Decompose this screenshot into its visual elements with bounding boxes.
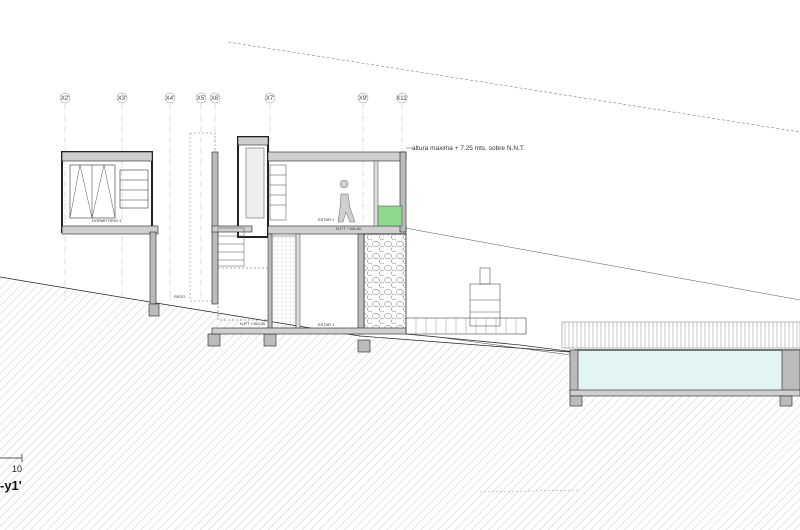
dormitorio-roof bbox=[61, 151, 153, 162]
terrain-line bbox=[0, 276, 571, 353]
room-label-patio: PATIO bbox=[174, 294, 185, 299]
footing-2 bbox=[263, 333, 277, 347]
setback-line bbox=[404, 227, 800, 301]
level-lower-left: N.P.T +164.20 bbox=[240, 321, 266, 326]
upper-inner-wall bbox=[373, 160, 379, 227]
fence-bars bbox=[564, 322, 798, 348]
grid-axis-bubble bbox=[209, 92, 221, 104]
level-upper: N.P.T +166.60 bbox=[336, 226, 362, 231]
lower-inner-wall bbox=[357, 233, 365, 335]
dashed-outline bbox=[189, 132, 216, 302]
grid-axis-label: X11' bbox=[396, 96, 407, 102]
left-column bbox=[149, 231, 157, 305]
lower-glazing bbox=[271, 235, 297, 329]
wardrobe-door-swing bbox=[69, 164, 116, 219]
lower-slab bbox=[211, 327, 407, 335]
upper-right-wall bbox=[399, 151, 407, 233]
lower-column-b bbox=[295, 233, 301, 331]
bbq-base bbox=[469, 283, 501, 327]
grid-axis-bubble bbox=[264, 92, 276, 104]
pool-wall-right bbox=[781, 349, 800, 395]
grid-axis-bubble bbox=[195, 92, 207, 104]
pool-floor bbox=[569, 389, 800, 397]
grid-axis-label: X6' bbox=[211, 96, 219, 102]
upper-floor-main bbox=[267, 151, 407, 162]
wardrobe bbox=[69, 164, 116, 219]
grid-axis-label: X9' bbox=[359, 96, 367, 102]
grid-axis-label: X2' bbox=[61, 96, 69, 102]
grid-axes: X2' X3' X4' X5' X6' X7' X9' X11' bbox=[59, 92, 408, 300]
deck-boards bbox=[415, 318, 517, 334]
grid-axis-label: X7' bbox=[266, 96, 274, 102]
height-note: altura maxima + 7.25 mts. sobre N.N.T. bbox=[412, 145, 525, 152]
lower-column-a bbox=[267, 233, 273, 335]
room-label-dormitorio: DORMITORIO 1 bbox=[92, 218, 122, 223]
bottom-dashed-line bbox=[479, 489, 581, 493]
room-label-estar-lower: ESTAR 1 bbox=[318, 322, 335, 327]
human-figure bbox=[337, 179, 356, 223]
left-footing bbox=[148, 303, 160, 317]
pool-wall-left bbox=[569, 349, 579, 395]
stone-wall bbox=[363, 233, 407, 333]
lower-stair bbox=[217, 227, 269, 321]
pool bbox=[574, 349, 800, 393]
green-balcony bbox=[377, 205, 403, 227]
section-label: -y1' bbox=[0, 478, 22, 493]
pool-footing bbox=[569, 395, 583, 407]
footing-3 bbox=[357, 339, 371, 353]
scale-number: 10 bbox=[12, 464, 22, 474]
tower-inner bbox=[245, 147, 265, 219]
bbq-chimney bbox=[479, 267, 491, 285]
terrain-hatch bbox=[0, 277, 800, 530]
height-limit-line bbox=[227, 41, 800, 133]
grid-axis-bubble bbox=[164, 92, 176, 104]
shelf-unit bbox=[119, 169, 149, 209]
grid-axis-bubble bbox=[116, 92, 128, 104]
footing-1 bbox=[207, 333, 221, 347]
tower-cap bbox=[237, 136, 269, 146]
grid-axis-label: X3' bbox=[118, 96, 126, 102]
grid-axis-label: X5' bbox=[197, 96, 205, 102]
grid-axis-bubble bbox=[396, 92, 408, 104]
grid-axis-bubble bbox=[357, 92, 369, 104]
grid-axis-bubble bbox=[59, 92, 71, 104]
grid-axis-label: X4' bbox=[166, 96, 174, 102]
room-label-estar: ESTAR 2 bbox=[318, 217, 335, 222]
dormitorio-floor bbox=[61, 225, 159, 235]
pool-footing-right bbox=[779, 395, 793, 407]
mid-slab-left bbox=[211, 225, 253, 233]
upper-stair bbox=[269, 164, 287, 221]
